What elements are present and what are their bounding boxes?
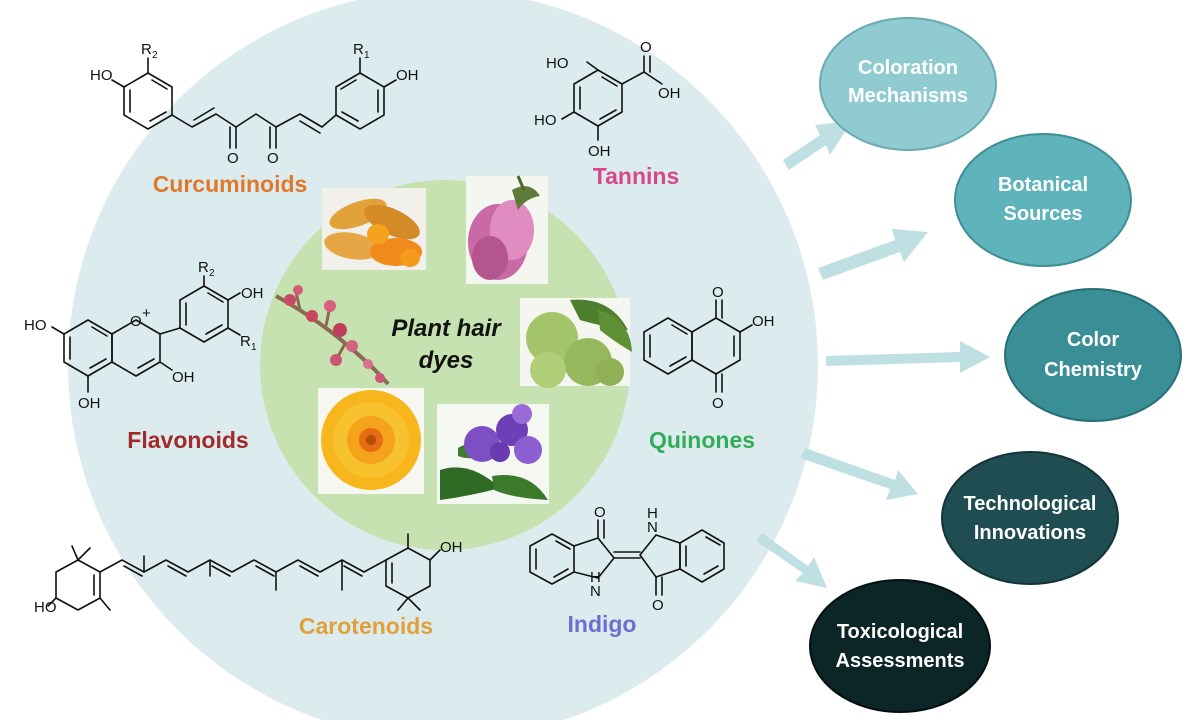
- atom-label: H: [590, 569, 601, 586]
- arrow-3: [826, 341, 990, 373]
- atom-label: OH: [440, 539, 463, 556]
- green-walnuts-photo: [520, 298, 632, 388]
- quinone-structure: [643, 299, 753, 393]
- pink-flower-photo: [466, 175, 548, 284]
- bubble-line1: Color: [1067, 329, 1119, 351]
- atom-label: O: [267, 150, 279, 167]
- label-tannins: Tannins: [593, 163, 679, 189]
- atom-label: O: [594, 504, 606, 521]
- bubble-coloration-mechanisms: Coloration Mechanisms: [819, 17, 997, 151]
- atom-label: OH: [172, 369, 195, 386]
- bubble-botanical-sources: Botanical Sources: [954, 133, 1132, 267]
- arrow-4: [800, 448, 918, 500]
- bubble-shape: [941, 451, 1119, 585]
- arrows: [756, 121, 990, 588]
- label-curcuminoids: Curcuminoids: [153, 171, 308, 197]
- berry-branch-photo: [275, 285, 390, 386]
- atom-label: O: [712, 395, 724, 412]
- atom-label: OH: [241, 285, 264, 302]
- atom-subscript: 2: [209, 268, 215, 279]
- bubble-line1: Technological: [964, 493, 1097, 515]
- atom-subscript: 1: [251, 342, 257, 353]
- bubble-shape: [809, 579, 991, 713]
- atom-label: R: [198, 259, 209, 276]
- calendula-flower-photo: [318, 388, 424, 494]
- atom-charge: +: [142, 305, 151, 322]
- label-quinones: Quinones: [649, 427, 755, 453]
- bubble-line2: Sources: [1004, 203, 1083, 225]
- atom-label: R: [240, 333, 251, 350]
- bubble-line1: Toxicological: [837, 621, 963, 643]
- atom-label: N: [647, 519, 658, 536]
- atom-label: R: [141, 41, 152, 58]
- bubble-line1: Coloration: [858, 57, 958, 79]
- atom-label: HO: [34, 599, 57, 616]
- bubble-shape: [954, 133, 1132, 267]
- atom-label: HO: [90, 67, 113, 84]
- atom-label: R: [353, 41, 364, 58]
- bubble-toxicological-assessments: Toxicological Assessments: [809, 579, 991, 713]
- arrow-5: [756, 533, 827, 588]
- atom-subscript: 2: [152, 50, 158, 61]
- atom-label: H: [647, 505, 658, 522]
- bubble-shape: [819, 17, 997, 151]
- atom-label: OH: [78, 395, 101, 412]
- atom-label: OH: [396, 67, 419, 84]
- purple-flowers-photo: [437, 404, 549, 504]
- atom-label: O: [227, 150, 239, 167]
- bubble-line2: Chemistry: [1044, 359, 1143, 381]
- bubble-line2: Assessments: [836, 650, 965, 672]
- atom-label: OH: [588, 143, 611, 160]
- indigo-structure: [529, 519, 725, 596]
- bubble-line2: Mechanisms: [848, 85, 968, 107]
- atom-label: O: [640, 39, 652, 56]
- label-carotenoids: Carotenoids: [299, 613, 433, 639]
- atom-subscript: 1: [364, 50, 370, 61]
- atom-label: O: [712, 284, 724, 301]
- atom-label: N: [590, 583, 601, 600]
- curcuminoid-structure: [111, 57, 397, 149]
- center-title-line1: Plant hair: [391, 315, 502, 342]
- atom-label: OH: [658, 85, 681, 102]
- atom-label: O: [130, 313, 142, 330]
- arrow-1: [783, 121, 852, 170]
- bubble-shape: [1004, 288, 1182, 422]
- label-indigo: Indigo: [568, 611, 637, 637]
- atom-label: O: [652, 597, 664, 614]
- atom-label: HO: [546, 55, 569, 72]
- bubble-color-chemistry: Color Chemistry: [1004, 288, 1182, 422]
- bubble-line2: Innovations: [974, 522, 1086, 544]
- arrow-2: [818, 229, 928, 280]
- center-title-line2: dyes: [419, 347, 474, 374]
- atom-label: OH: [752, 313, 775, 330]
- atom-label: HO: [24, 317, 47, 334]
- tannin-structure: [561, 55, 663, 141]
- carotenoid-structure: [47, 533, 441, 611]
- turmeric-roots-photo: [322, 188, 426, 270]
- flavonoid-structure: [51, 275, 241, 393]
- atom-label: HO: [534, 112, 557, 129]
- label-flavonoids: Flavonoids: [127, 427, 248, 453]
- bubble-technological-innovations: Technological Innovations: [941, 451, 1119, 585]
- bubble-line1: Botanical: [998, 174, 1088, 196]
